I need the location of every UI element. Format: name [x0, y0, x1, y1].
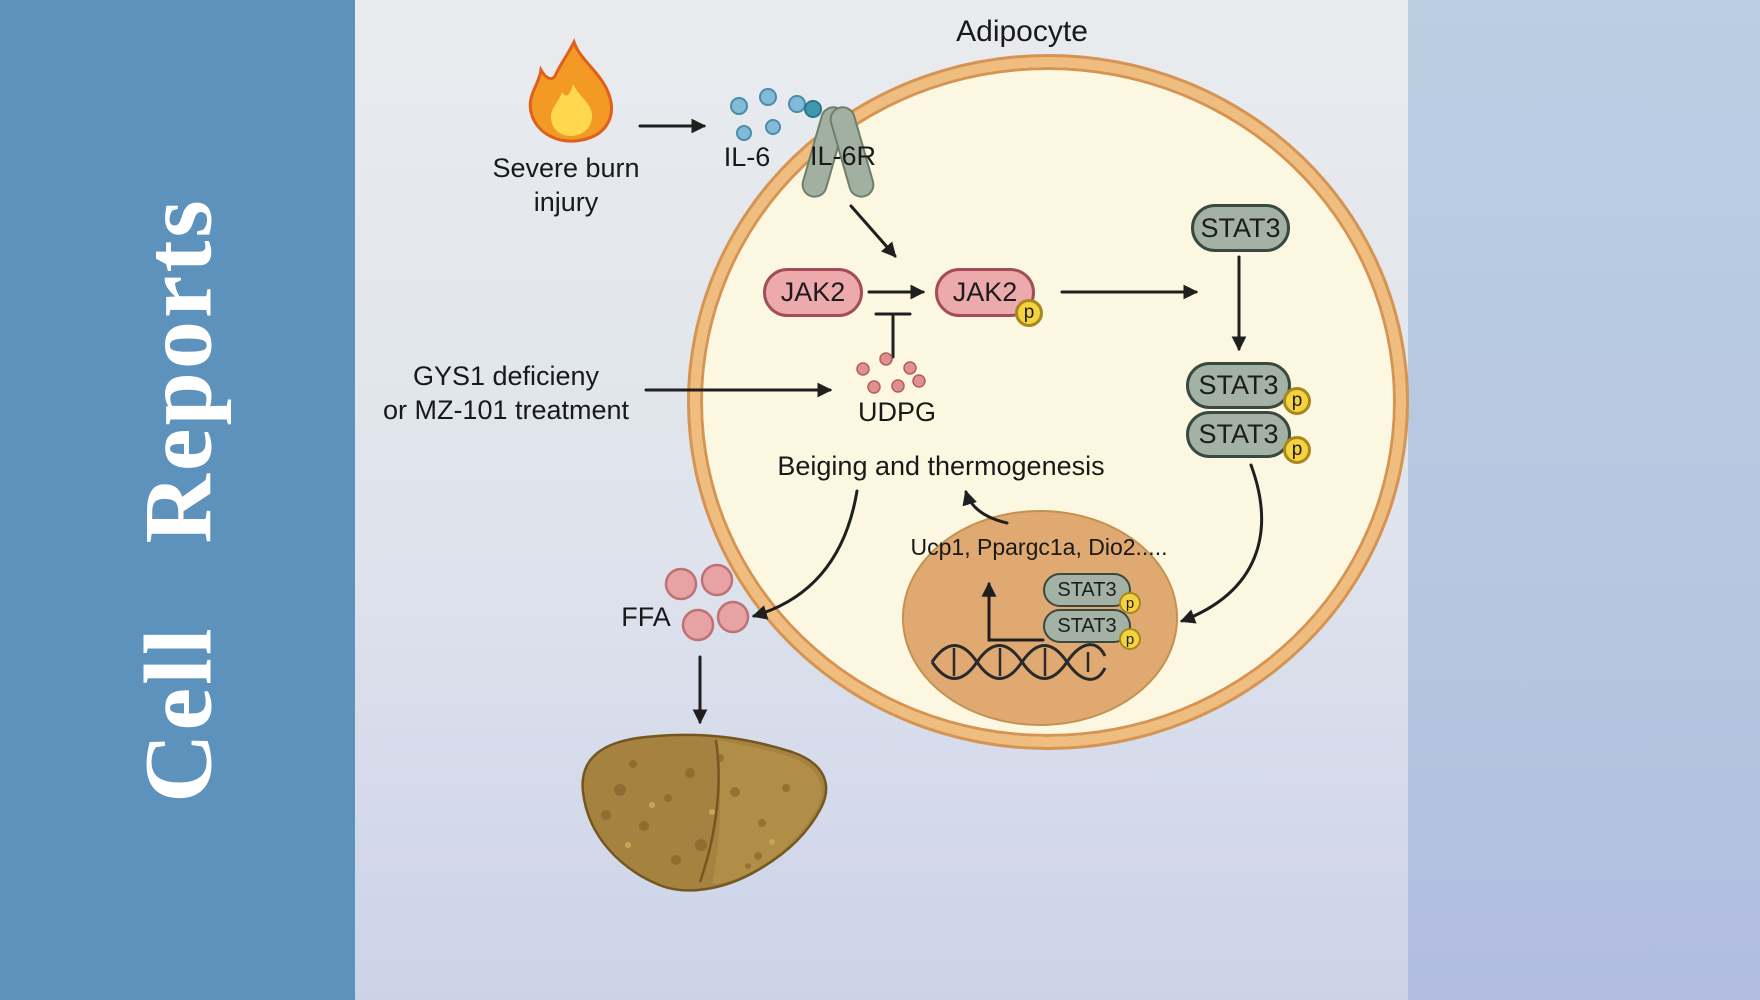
- flame-icon: [528, 38, 613, 143]
- phospho-badge-dimer-bottom: p: [1283, 436, 1311, 464]
- il6-label: IL-6: [723, 142, 771, 172]
- intervention-label-line1: GYS1 deficieny: [412, 361, 600, 391]
- ffa-label: FFA: [621, 602, 671, 632]
- il6-receptor-shape: [801, 106, 875, 198]
- phospho-badge-dimer-top: p: [1283, 387, 1311, 415]
- phospho-badge-nuclear-bottom: p: [1119, 628, 1141, 650]
- phospho-label: p: [1291, 390, 1303, 411]
- il6-ligand-dots: [730, 88, 822, 141]
- adipocyte-label: Adipocyte: [956, 15, 1088, 48]
- beiging-label: Beiging and thermogenesis: [777, 451, 1105, 481]
- jak2-phospho-label: JAK2: [952, 277, 1018, 307]
- journal-sidebar: Cell Reports: [0, 0, 355, 1000]
- arrow-beiging-to-ffa: [751, 489, 859, 620]
- phospho-badge-nuclear-top: p: [1119, 592, 1141, 614]
- jak2-label: JAK2: [780, 277, 846, 307]
- arrow-receptor-to-jak2: [849, 204, 897, 258]
- stat3-label: STAT3: [1057, 614, 1117, 637]
- liver-illustration: [581, 733, 828, 892]
- udpg-dots: [856, 352, 926, 394]
- udpg-label: UDPG: [857, 397, 937, 427]
- nucleus: [902, 510, 1178, 726]
- target-genes-label: Ucp1, Ppargc1a, Dio2.....: [910, 534, 1168, 560]
- ffa-droplets: [664, 563, 750, 642]
- stat3-label: STAT3: [1057, 578, 1117, 601]
- phospho-label: p: [1291, 439, 1303, 460]
- phospho-badge-jak2: p: [1015, 299, 1043, 327]
- intervention-label-line2: or MZ-101 treatment: [382, 395, 630, 425]
- stimulus-label-line2: injury: [533, 187, 599, 217]
- stat3-pill: STAT3: [1191, 204, 1290, 252]
- stat3-label: STAT3: [1200, 212, 1281, 243]
- phospho-label: p: [1125, 630, 1135, 648]
- il6r-label: IL-6R: [809, 141, 877, 171]
- stat3-dimer-pill-top: STAT3: [1186, 362, 1291, 409]
- phospho-label: p: [1125, 594, 1135, 612]
- arrow-transcription-promoter: [981, 581, 1045, 642]
- phospho-label: p: [1023, 302, 1035, 323]
- stat3-nuclear-pill-top: STAT3: [1043, 573, 1131, 607]
- stimulus-label-line1: Severe burn: [492, 153, 640, 183]
- dna-helix: [930, 643, 1107, 681]
- stat3-dimer-pill-bottom: STAT3: [1186, 411, 1291, 458]
- stat3-label: STAT3: [1198, 370, 1279, 400]
- arrow-genes-to-beiging: [962, 489, 1009, 525]
- jak2-pill: JAK2: [763, 268, 863, 317]
- arrow-dimer-to-nucleus: [1179, 463, 1264, 624]
- stat3-label: STAT3: [1198, 419, 1279, 449]
- stat3-nuclear-pill-bottom: STAT3: [1043, 609, 1131, 643]
